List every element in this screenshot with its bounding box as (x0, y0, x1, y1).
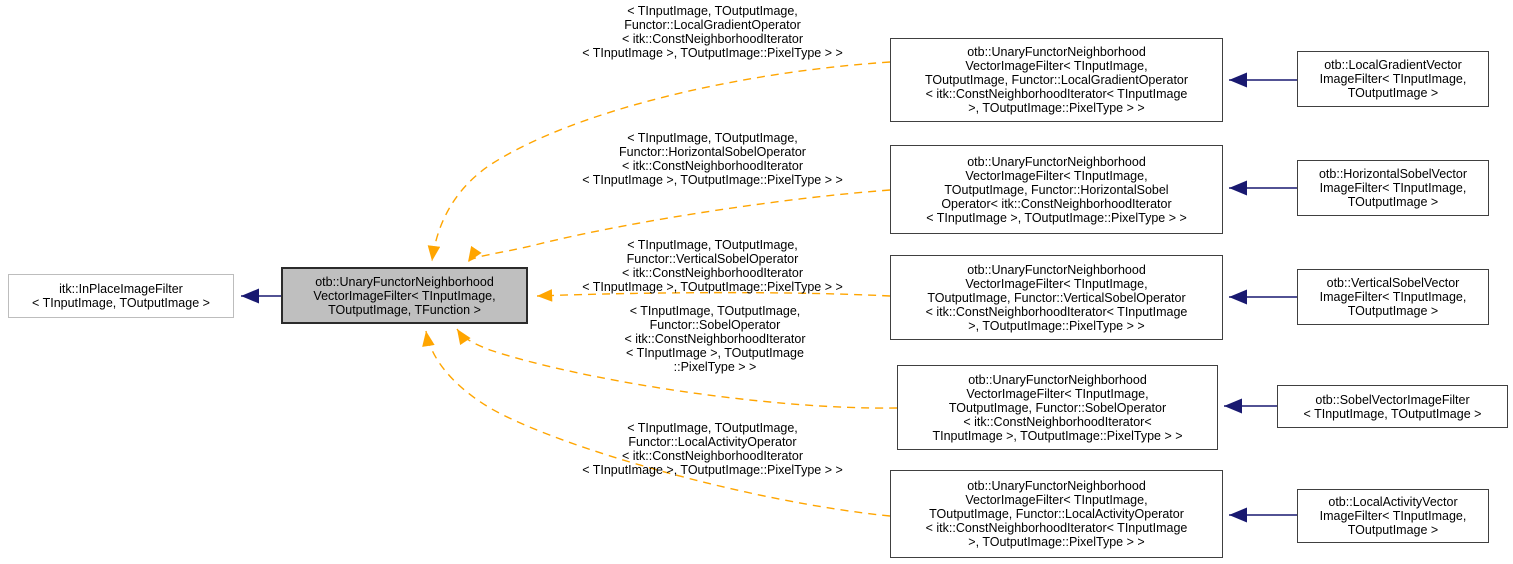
edge-label-horizontalsobel-template-args: < TInputImage, TOutputImage, Functor::Ho… (545, 131, 880, 189)
class-node-unaryfunctorneighborhoodvectorimagefilter: otb::UnaryFunctorNeighborhood VectorImag… (281, 267, 528, 324)
template-arrow-sobel (456, 328, 898, 409)
class-node-label: otb::UnaryFunctorNeighborhood VectorImag… (313, 274, 496, 317)
edge-label-text: < TInputImage, TOutputImage, Functor::Ve… (582, 238, 843, 294)
class-node-localgradientvectorimagefilter[interactable]: otb::LocalGradientVector ImageFilter< TI… (1297, 51, 1489, 107)
class-node-label: otb::SobelVectorImageFilter < TInputImag… (1303, 392, 1482, 421)
class-node-label: otb::UnaryFunctorNeighborhood VectorImag… (925, 479, 1188, 549)
class-node-localactivityvectorimagefilter[interactable]: otb::LocalActivityVector ImageFilter< TI… (1297, 489, 1489, 543)
class-node-instantiation-localgradient[interactable]: otb::UnaryFunctorNeighborhood VectorImag… (890, 38, 1223, 122)
class-node-itk-inplaceimagefilter: itk::InPlaceImageFilter < TInputImage, T… (8, 274, 234, 318)
class-node-label: otb::UnaryFunctorNeighborhood VectorImag… (924, 45, 1189, 115)
template-arrow-localactivity (422, 330, 891, 517)
edge-label-text: < TInputImage, TOutputImage, Functor::Lo… (582, 421, 843, 477)
edge-label-text: < TInputImage, TOutputImage, Functor::So… (624, 304, 806, 374)
edge-label-text: < TInputImage, TOutputImage, Functor::Ho… (582, 131, 843, 187)
class-node-horizontalsobelvectorimagefilter[interactable]: otb::HorizontalSobelVector ImageFilter< … (1297, 160, 1489, 216)
class-node-label: otb::HorizontalSobelVector ImageFilter< … (1318, 167, 1467, 209)
edge-label-localactivity-template-args: < TInputImage, TOutputImage, Functor::Lo… (545, 421, 880, 479)
class-node-instantiation-verticalsobel[interactable]: otb::UnaryFunctorNeighborhood VectorImag… (890, 255, 1223, 340)
class-node-instantiation-horizontalsobel[interactable]: otb::UnaryFunctorNeighborhood VectorImag… (890, 145, 1223, 234)
template-arrow-horizontalsobel (467, 189, 891, 263)
class-node-label: otb::UnaryFunctorNeighborhood VectorImag… (926, 154, 1187, 225)
class-node-label: otb::VerticalSobelVector ImageFilter< TI… (1319, 276, 1467, 318)
edge-label-text: < TInputImage, TOutputImage, Functor::Lo… (582, 4, 843, 60)
class-node-label: otb::LocalGradientVector ImageFilter< TI… (1319, 58, 1467, 100)
edge-label-localgradient-template-args: < TInputImage, TOutputImage, Functor::Lo… (545, 4, 880, 62)
class-node-label: itk::InPlaceImageFilter < TInputImage, T… (32, 282, 210, 310)
class-node-verticalsobelvectorimagefilter[interactable]: otb::VerticalSobelVector ImageFilter< TI… (1297, 269, 1489, 325)
edge-label-sobel-template-args: < TInputImage, TOutputImage, Functor::So… (570, 304, 860, 376)
class-node-label: otb::LocalActivityVector ImageFilter< TI… (1319, 495, 1467, 537)
class-node-sobelvectorimagefilter[interactable]: otb::SobelVectorImageFilter < TInputImag… (1277, 385, 1508, 428)
class-node-label: otb::UnaryFunctorNeighborhood VectorImag… (932, 372, 1183, 443)
template-arrow-verticalsobel (536, 289, 891, 302)
edge-label-verticalsobel-template-args: < TInputImage, TOutputImage, Functor::Ve… (545, 238, 880, 296)
class-node-label: otb::UnaryFunctorNeighborhood VectorImag… (925, 262, 1188, 333)
class-node-instantiation-localactivity[interactable]: otb::UnaryFunctorNeighborhood VectorImag… (890, 470, 1223, 558)
template-arrow-localgradient (427, 61, 891, 262)
class-node-instantiation-sobel[interactable]: otb::UnaryFunctorNeighborhood VectorImag… (897, 365, 1218, 450)
